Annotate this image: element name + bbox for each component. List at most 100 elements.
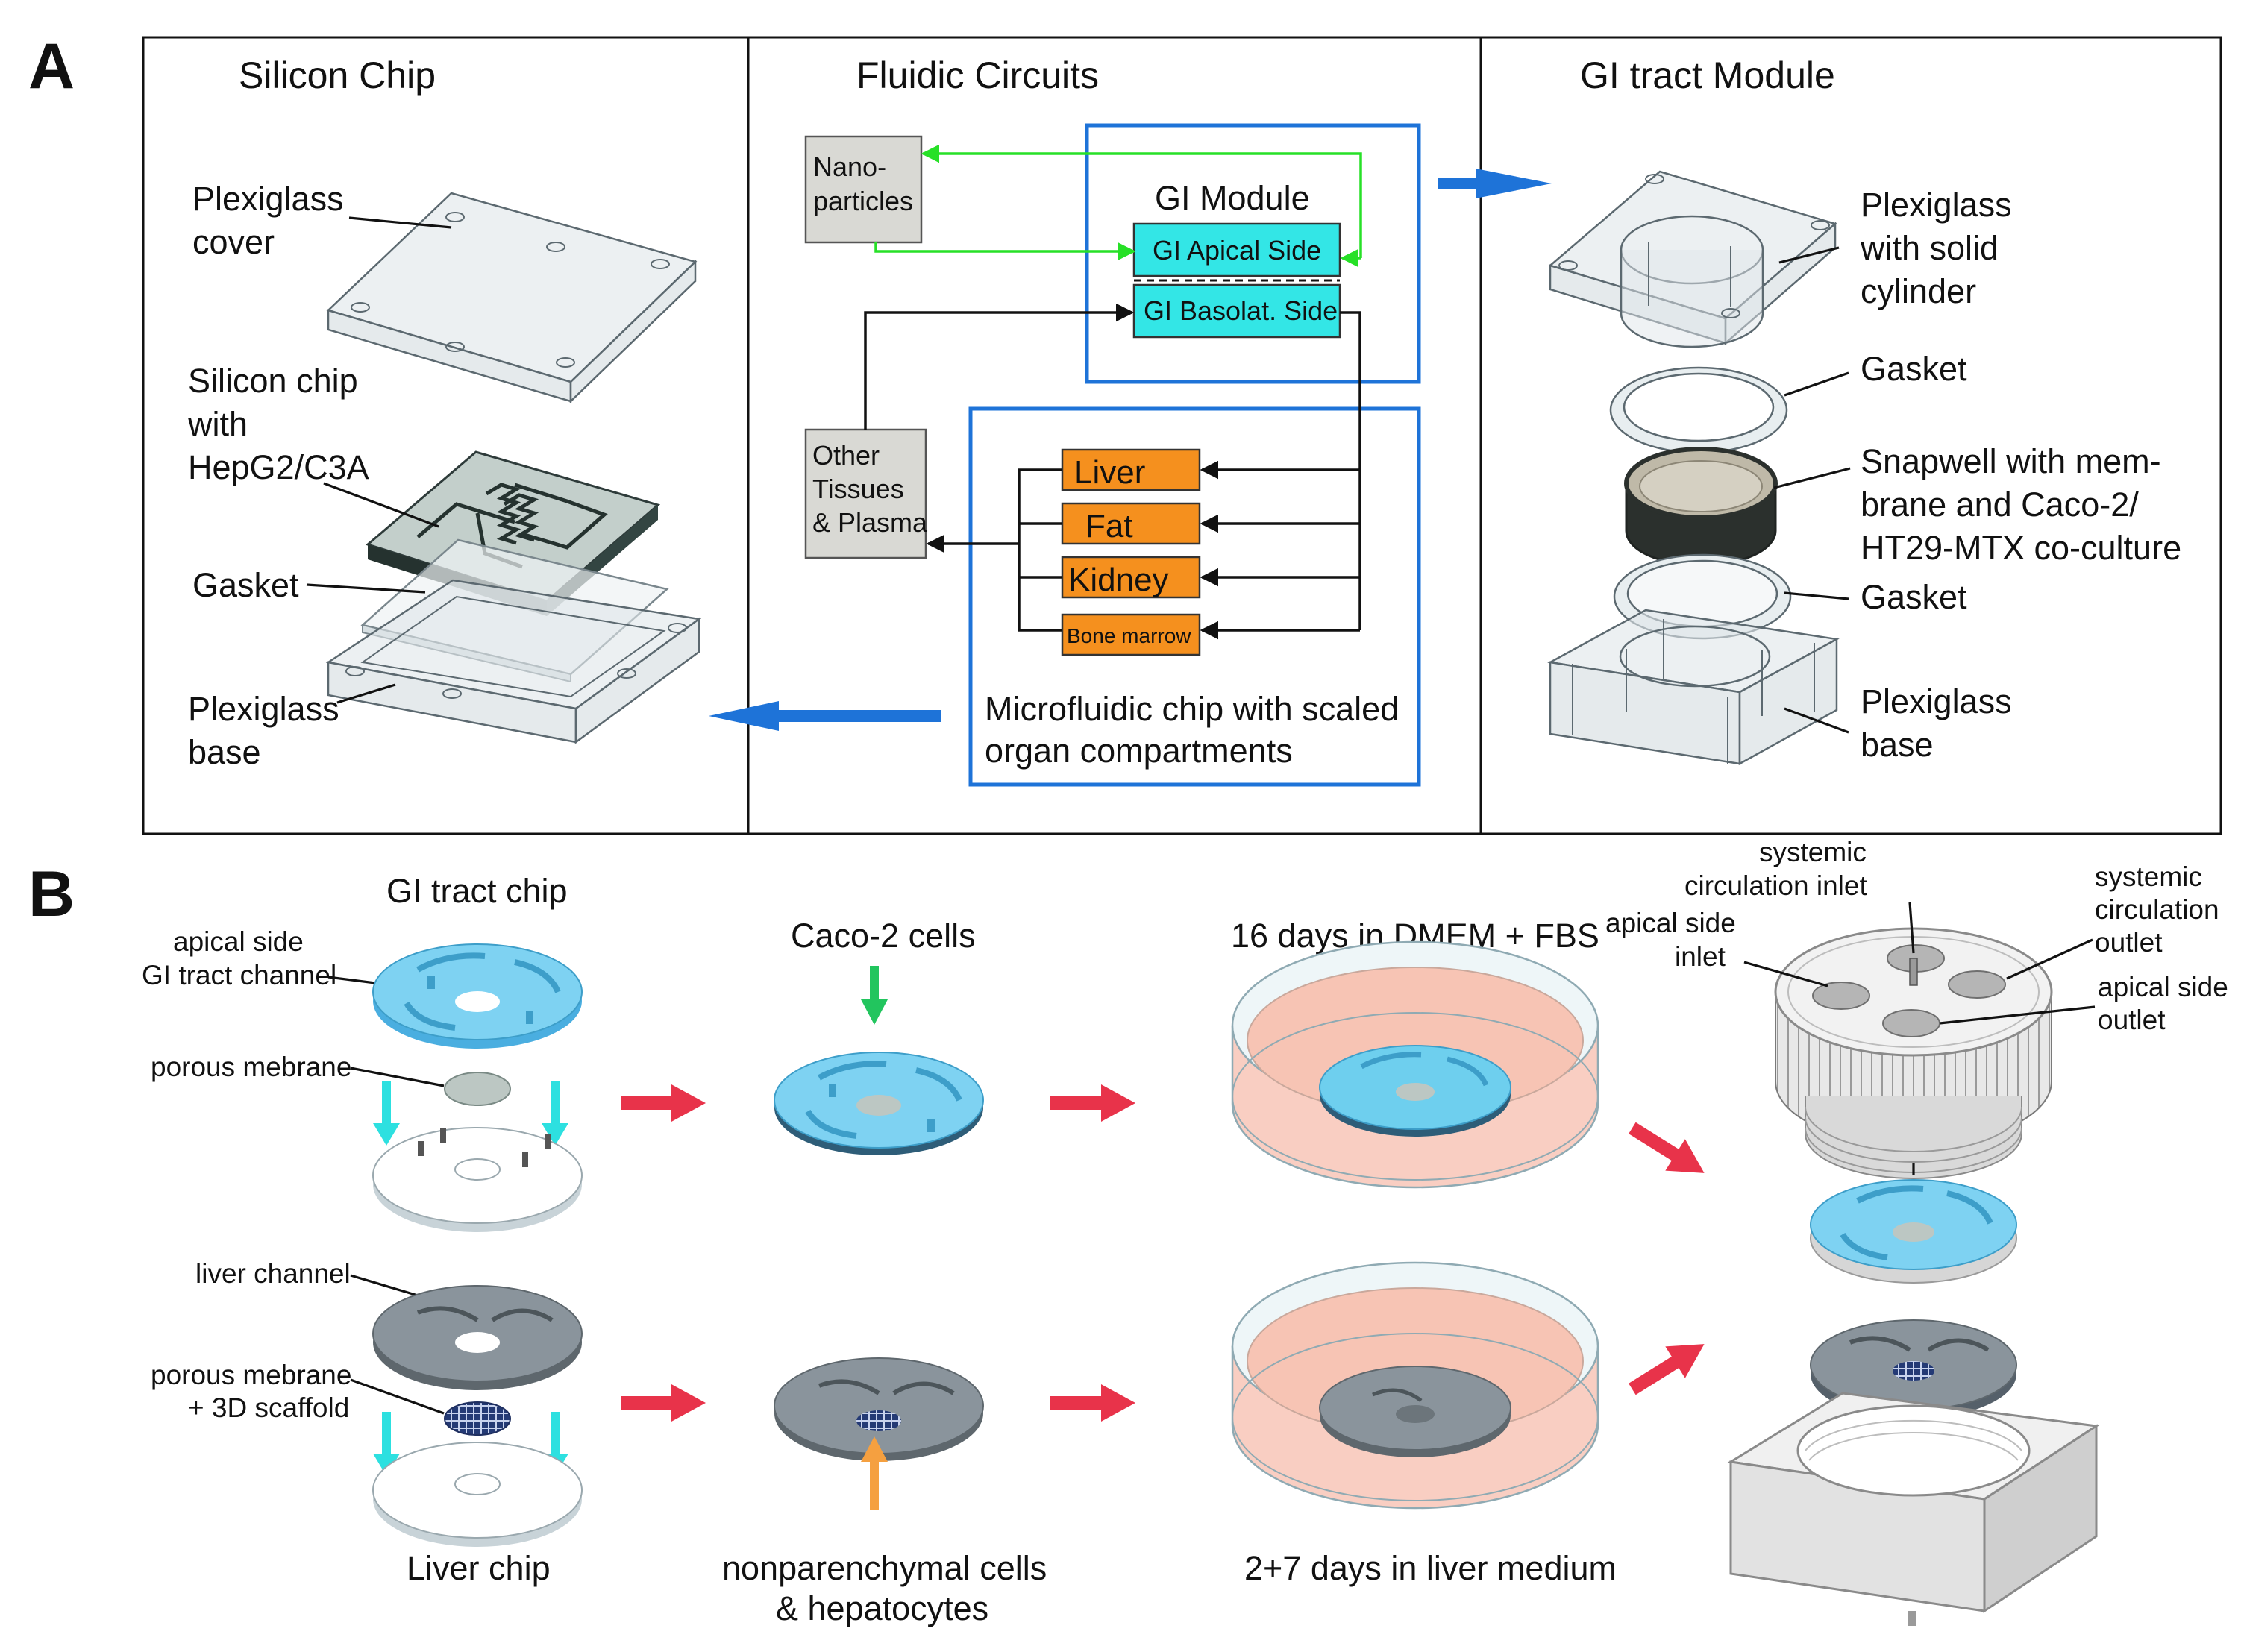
gi-apical-box: GI Apical Side [1132,222,1341,277]
nano-line-1: Nano- [813,151,886,182]
organ-fat-text: Fat [1085,508,1133,544]
label-plexiglass-base-1: Plexiglass [188,690,339,728]
scaffold-leader [350,1378,445,1415]
panel-b-letter: B [28,858,75,930]
label-plexiglass-base-2: base [188,733,261,771]
petri-dish-gi [1231,940,1599,1189]
label-liver-channel: liver channel [195,1258,351,1289]
label-gasket-top: Gasket [1861,350,1967,388]
liver-chip-top-disc [372,1285,583,1390]
blue-arrow-to-silicon-chip [709,701,941,731]
other-tissues-box: Other Tissues & Plasma [804,428,928,559]
label-porous-scaffold-2: + 3D scaffold [188,1392,349,1423]
liver-channel-leader [350,1274,426,1299]
apical-outlet-label-2: outlet [2098,1005,2166,1035]
label-snapwell-1: Snapwell with mem- [1861,442,2161,480]
cover-leader [348,216,452,229]
red-arrow-gi-2 [1050,1084,1135,1122]
snapwell-insert [1624,447,1778,567]
label-gi-tract-channel: GI tract channel [142,960,336,990]
liver-medium-label: 2+7 days in liver medium [1244,1549,1617,1587]
top-plexi-leader [1778,246,1840,264]
other-line-3: & Plasma [812,507,928,538]
label-plexiglass-cover-2: cover [192,223,275,261]
label-plexi-top-3: cylinder [1861,272,1976,310]
gi-basolat-text: GI Basolat. Side [1144,295,1338,326]
caco-2-label: Caco-2 cells [791,917,976,955]
red-arrow-gi-1 [621,1084,706,1122]
orange-arrow-npc [861,1436,888,1510]
gasket-top-leader [1784,371,1849,397]
nanoparticles-box: Nano- particles [804,135,923,244]
organ-liver-box: Liver [1061,448,1201,491]
gasket-bottom-leader [1784,591,1849,600]
device-leaders [1743,902,2096,1025]
apical-inlet-label-1: apical side [1605,908,1736,938]
gi-tract-chip-bottom-disc [372,1127,583,1232]
organ-bone-marrow-box: Bone marrow [1061,613,1201,656]
organ-fat-box: Fat [1061,502,1201,545]
gi-basolat-box: GI Basolat. Side [1132,283,1341,339]
liver-chip-bottom-disc [372,1442,583,1547]
circuit-connectors [864,144,1362,640]
snapwell-leader [1773,467,1851,489]
microfluidic-chip-frame [968,406,1421,787]
label-silicon-chip-3: HepG2/C3A [188,448,369,486]
microfluidic-line-2: organ compartments [985,732,1293,770]
gi-module-frame [1085,123,1421,384]
label-plexi-top-1: Plexiglass [1861,186,2012,224]
label-gi-base-2: base [1861,726,1934,764]
label-snapwell-3: HT29-MTX co-culture [1861,529,2181,567]
label-silicon-chip-2: with [187,405,248,443]
gasket-leader [306,583,426,594]
green-arrow-caco [861,966,888,1025]
microfluidic-line-1: Microfluidic chip with scaled [985,690,1399,728]
gi-gasket-top [1609,366,1788,454]
red-arrow-gi-3 [1629,1122,1705,1173]
npc-label-2: & hepatocytes [776,1589,988,1627]
silicon-chip-title: Silicon Chip [239,54,436,96]
plexiglass-base-plate [325,579,702,744]
liver-scaffold-disc [444,1401,511,1436]
label-snapwell-2: brane and Caco-2/ [1861,486,2139,524]
npc-label-1: nonparenchymal cells [722,1549,1047,1587]
label-gasket-bottom: Gasket [1861,578,1967,616]
assembled-liver-chip [1810,1319,2017,1419]
gi-tract-chip-title: GI tract chip [386,872,568,910]
other-line-2: Tissues [812,474,904,504]
petri-dish-liver [1231,1261,1599,1510]
apical-outlet-label-1: apical side [2098,972,2228,1002]
label-silicon-chip-1: Silicon chip [188,362,358,400]
blue-arrow-to-gi-module [1438,169,1552,198]
screw-cap [1774,927,2053,1179]
label-gi-base-1: Plexiglass [1861,682,2012,720]
gi-tract-module-title: GI tract Module [1580,54,1835,96]
systemic-inlet-label-1: systemic [1759,837,1867,867]
panel-a-letter: A [28,31,75,102]
device-base-block [1727,1392,2100,1626]
plexiglass-cover-plate [326,192,698,403]
gi-porous-membrane-disc [444,1072,511,1106]
organ-bone-marrow-text: Bone marrow [1067,624,1191,647]
base-leader [336,683,396,704]
porous-leader [350,1067,445,1087]
gi-chip-seeded [774,1052,984,1155]
liver-chip-seeded [774,1357,984,1461]
other-line-1: Other [812,440,880,471]
gi-plexiglass-base [1547,609,1840,766]
gi-tract-chip-top-disc [372,943,583,1049]
label-gasket: Gasket [192,566,299,604]
red-arrow-liver-3 [1629,1344,1705,1395]
label-porous-scaffold-1: porous mebrane [151,1360,351,1390]
gi-base-leader [1784,707,1849,734]
systemic-outlet-label-3: outlet [2095,927,2163,958]
organ-kidney-box: Kidney [1061,556,1201,599]
apical-inlet-label-2: inlet [1675,941,1726,972]
label-apical-side: apical side [173,926,304,957]
plexiglass-top-with-cylinder [1548,170,1837,348]
organ-liver-text: Liver [1074,454,1145,491]
red-arrow-liver-1 [621,1384,706,1422]
red-arrow-liver-2 [1050,1384,1135,1422]
systemic-outlet-label-2: circulation [2095,894,2219,925]
label-plexiglass-cover-1: Plexiglass [192,180,344,218]
